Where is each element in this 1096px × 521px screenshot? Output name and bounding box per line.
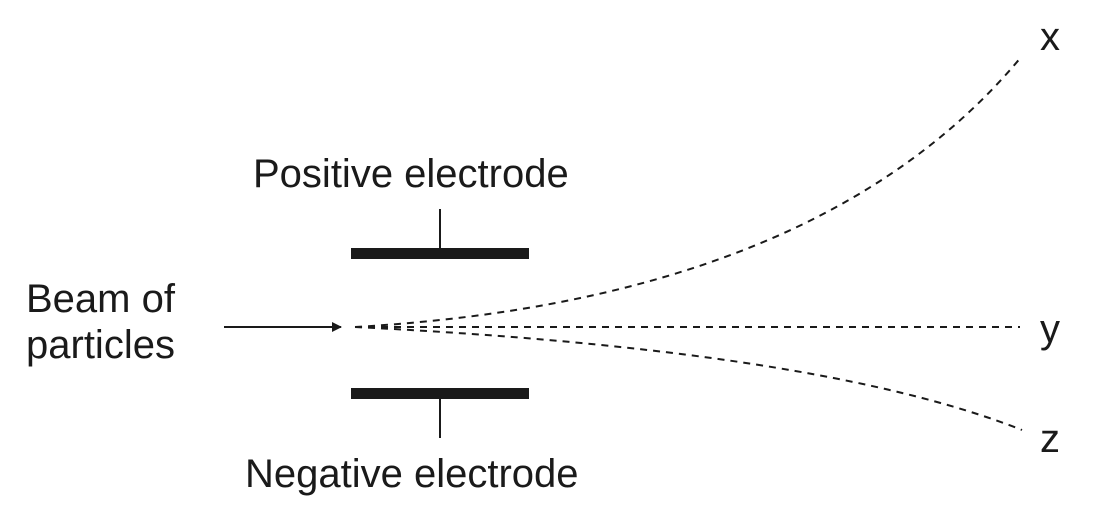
beam-label: Beam of particles [26, 276, 175, 368]
negative-electrode-plate [351, 388, 529, 399]
path-x-trajectory [354, 55, 1023, 328]
path-z-label: z [1040, 417, 1060, 461]
beam-label-line2: particles [26, 323, 175, 367]
path-x-label: x [1040, 15, 1060, 59]
beam-label-line1: Beam of [26, 277, 175, 321]
negative-electrode-label: Negative electrode [245, 452, 579, 496]
positive-electrode-label: Positive electrode [253, 152, 569, 196]
path-y-label: y [1040, 307, 1060, 351]
path-z-trajectory [354, 326, 1023, 431]
positive-electrode-plate [351, 248, 529, 259]
